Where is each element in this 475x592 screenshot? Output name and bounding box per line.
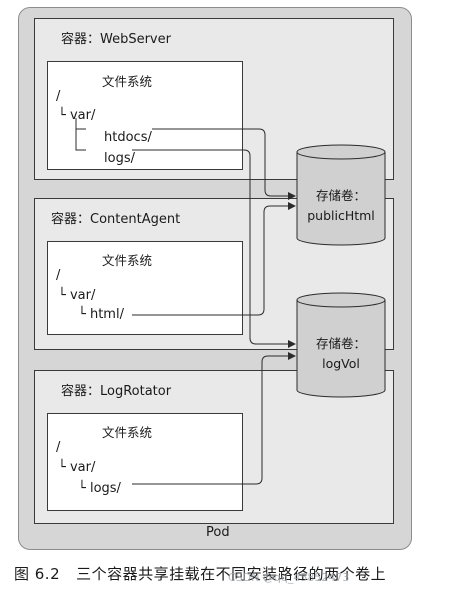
figure-caption: 图 6.2 三个容器共享挂载在不同安装路径的两个卷上 [14,563,386,584]
volume-logvol-cylinder [296,292,386,398]
volume-label: 存储卷： [315,188,366,203]
container-title: 容器：ContentAgent [51,212,181,227]
filesystem-title: 文件系统 [102,74,153,89]
pod-label: Pod [206,525,230,540]
tree-root: / [56,89,61,104]
figure-number: 图 6.2 [14,565,61,583]
filesystem-title: 文件系统 [102,425,153,440]
tree-logs: logs/ [104,151,135,166]
tree-var: └ var/ [58,460,96,475]
tree-root: / [56,268,61,283]
watermark: CSDN @qq_45852473 [228,571,350,584]
connector-logs-to-logvol [132,149,296,348]
tree-logs: └ logs/ [78,481,121,496]
volume-label: 存储卷： [315,336,366,351]
tree-branch [75,118,86,151]
container-title: 容器：WebServer [61,32,171,47]
volume-name: logVol [322,356,360,371]
connector-htdocs-to-publichtml [152,128,296,200]
tree-html: └ html/ [78,307,124,322]
tree-branch-lines [75,118,86,151]
connector-html-to-publichtml [132,202,296,316]
filesystem-box: 文件系统 / └ var/ └ html/ [47,241,243,335]
tree-htdocs: htdocs/ [104,130,152,145]
connector-logrotator-logs-to-logvol [132,352,296,485]
figure-caption-text: 三个容器共享挂载在不同安装路径的两个卷上 [76,565,387,583]
tree-root: / [56,440,61,455]
filesystem-title: 文件系统 [102,253,153,268]
filesystem-box: 文件系统 / └ var/ └ logs/ [47,413,243,511]
tree-var: └ var/ [58,288,96,303]
container-title: 容器：LogRotator [61,384,172,399]
volume-name: publicHtml [307,208,375,223]
filesystem-box: 文件系统 / └ var/ htdocs/ logs/ [47,61,243,170]
volume-publichtml-cylinder [296,144,386,246]
